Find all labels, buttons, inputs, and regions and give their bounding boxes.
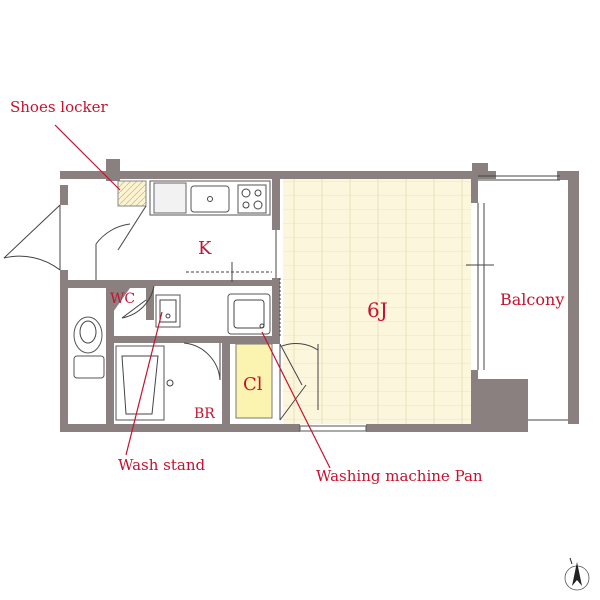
kitchen-counter bbox=[149, 180, 271, 216]
washing-machine-pan-label: Washing machine Pan bbox=[316, 467, 483, 485]
shoes-locker-label: Shoes locker bbox=[10, 98, 109, 116]
entry-door bbox=[3, 204, 61, 271]
wash-stand-label: Wash stand bbox=[118, 456, 206, 474]
walls bbox=[60, 159, 579, 432]
main-room-label: 6J bbox=[367, 298, 388, 322]
closet-label: Cl bbox=[243, 374, 263, 395]
washing-machine-pan-fixture bbox=[227, 293, 271, 335]
shoes-locker-box bbox=[117, 180, 147, 207]
wash-stand-fixture bbox=[155, 294, 181, 328]
bathtub bbox=[115, 345, 174, 421]
toilet bbox=[73, 316, 105, 379]
wc-label: WC bbox=[110, 291, 135, 307]
main-room-floor bbox=[283, 178, 471, 424]
south-window bbox=[299, 425, 367, 432]
shoes-locker-leader bbox=[54, 124, 121, 191]
balcony-label: Balcony bbox=[500, 290, 564, 309]
north-arrow-icon bbox=[564, 557, 590, 591]
wash-stand-leader bbox=[125, 311, 163, 456]
washing-machine-pan-leader bbox=[261, 331, 331, 469]
kitchen-label: K bbox=[198, 238, 212, 259]
closet-floor bbox=[235, 343, 273, 419]
kitchen-door bbox=[95, 205, 147, 280]
bathroom-label: BR bbox=[194, 406, 215, 422]
